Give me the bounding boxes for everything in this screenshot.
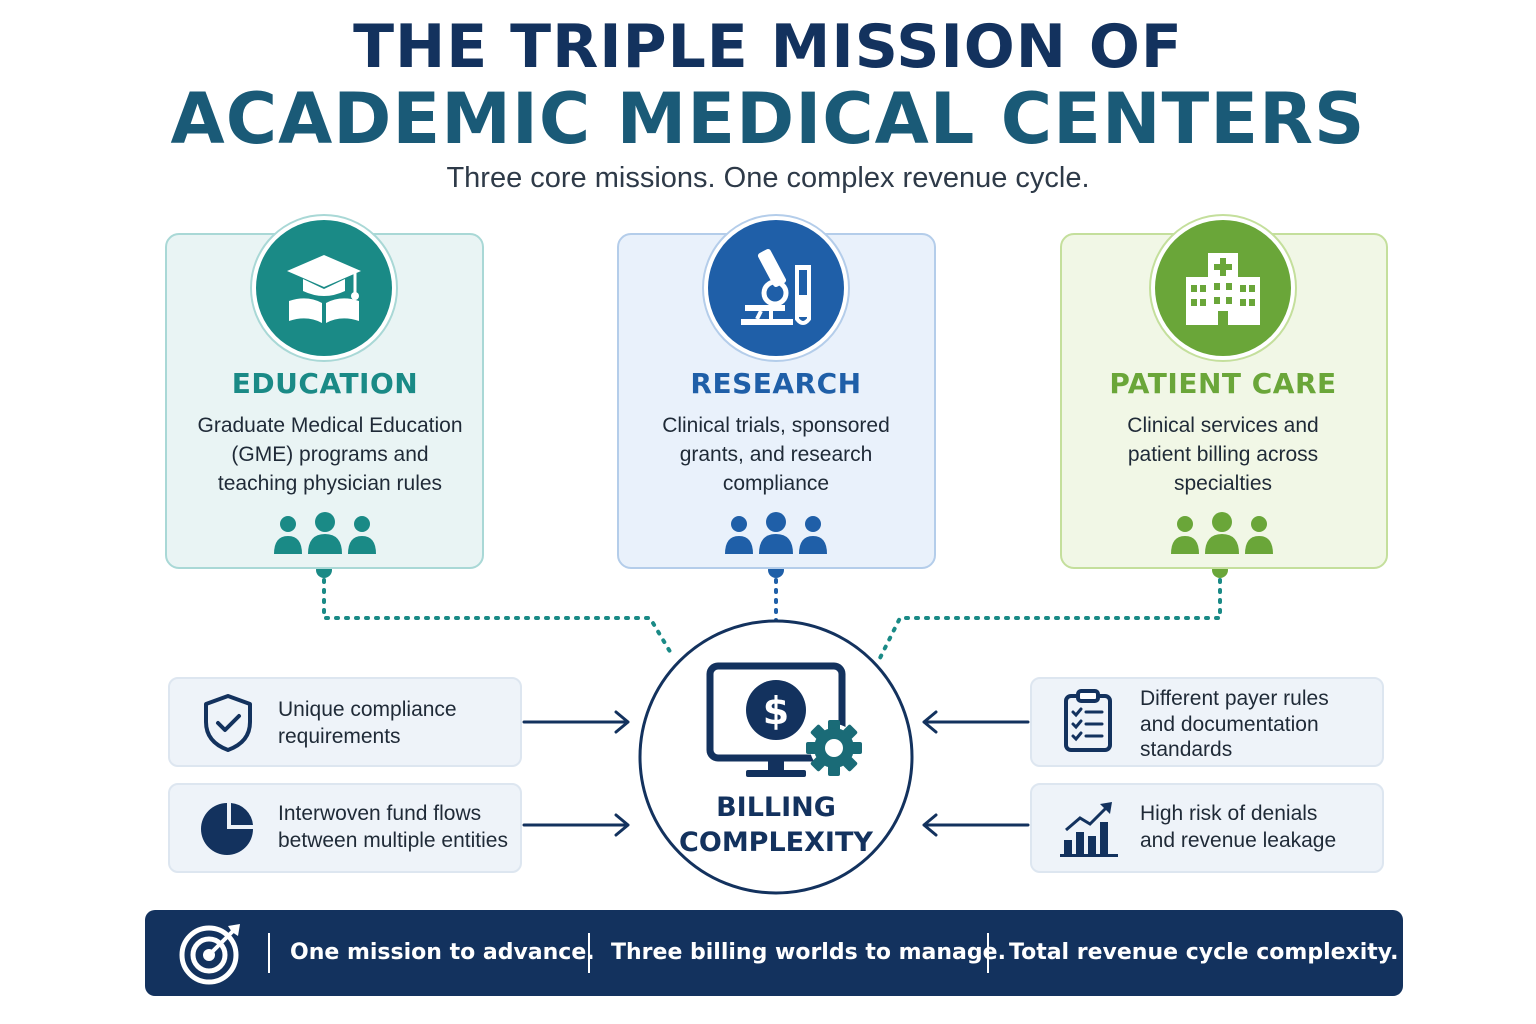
factor-card-compliance <box>168 677 522 767</box>
center-title: BILLING COMPLEXITY <box>679 792 873 858</box>
bar-chart-rising-icon <box>1060 802 1118 857</box>
bottom-banner <box>145 910 1403 996</box>
factor-text-compliance: Unique compliance requirements <box>278 698 457 748</box>
pie-chart-icon <box>201 803 253 855</box>
shield-check-icon <box>204 694 252 752</box>
page-title-line-1: THE TRIPLE MISSION OF <box>353 12 1183 82</box>
clipboard-checklist-icon <box>1064 689 1112 752</box>
graduation-cap-book-icon <box>256 220 392 356</box>
connector-patient-care <box>878 568 1222 660</box>
people-group-icon <box>1171 512 1273 554</box>
people-group-icon <box>725 512 827 554</box>
arrows <box>522 710 1030 837</box>
microscope-test-tube-icon <box>708 220 844 356</box>
target-arrow-icon <box>179 924 240 985</box>
banner-divider <box>987 933 989 973</box>
banner-divider <box>588 933 590 973</box>
connector-education <box>322 568 674 657</box>
page-title-line-2: ACADEMIC MEDICAL CENTERS <box>170 78 1366 160</box>
research-description: Clinical trials, sponsored grants, and r… <box>662 414 890 495</box>
education-description: Graduate Medical Education (GME) program… <box>197 414 463 495</box>
banner-divider <box>268 933 270 973</box>
factor-text-payer-rules: Different payer rules and documentation … <box>1140 687 1329 761</box>
svg-text:$: $ <box>763 689 789 733</box>
banner-text-2: Three billing worlds to manage. <box>611 940 1006 965</box>
factor-text-denials: High risk of denials and revenue leakage <box>1140 802 1337 852</box>
education-icon-ring <box>250 214 398 362</box>
research-title: RESEARCH <box>690 367 862 400</box>
patient-care-icon-ring <box>1149 214 1297 362</box>
factor-card-denials <box>1030 783 1384 873</box>
education-title: EDUCATION <box>231 367 419 400</box>
banner-text-3: Total revenue cycle complexity. <box>1009 940 1399 965</box>
hospital-building-icon <box>1155 220 1291 356</box>
factor-text-fund-flows: Interwoven fund flows between multiple e… <box>278 802 508 852</box>
patient-care-description: Clinical services and patient billing ac… <box>1127 414 1319 495</box>
patient-care-title: PATIENT CARE <box>1109 367 1337 400</box>
page-subtitle: Three core missions. One complex revenue… <box>446 162 1090 194</box>
people-group-icon <box>274 512 376 554</box>
monitor-dollar-gear-icon: $ <box>706 662 862 777</box>
banner-text-1: One mission to advance. <box>290 940 595 965</box>
research-icon-ring <box>702 214 850 362</box>
